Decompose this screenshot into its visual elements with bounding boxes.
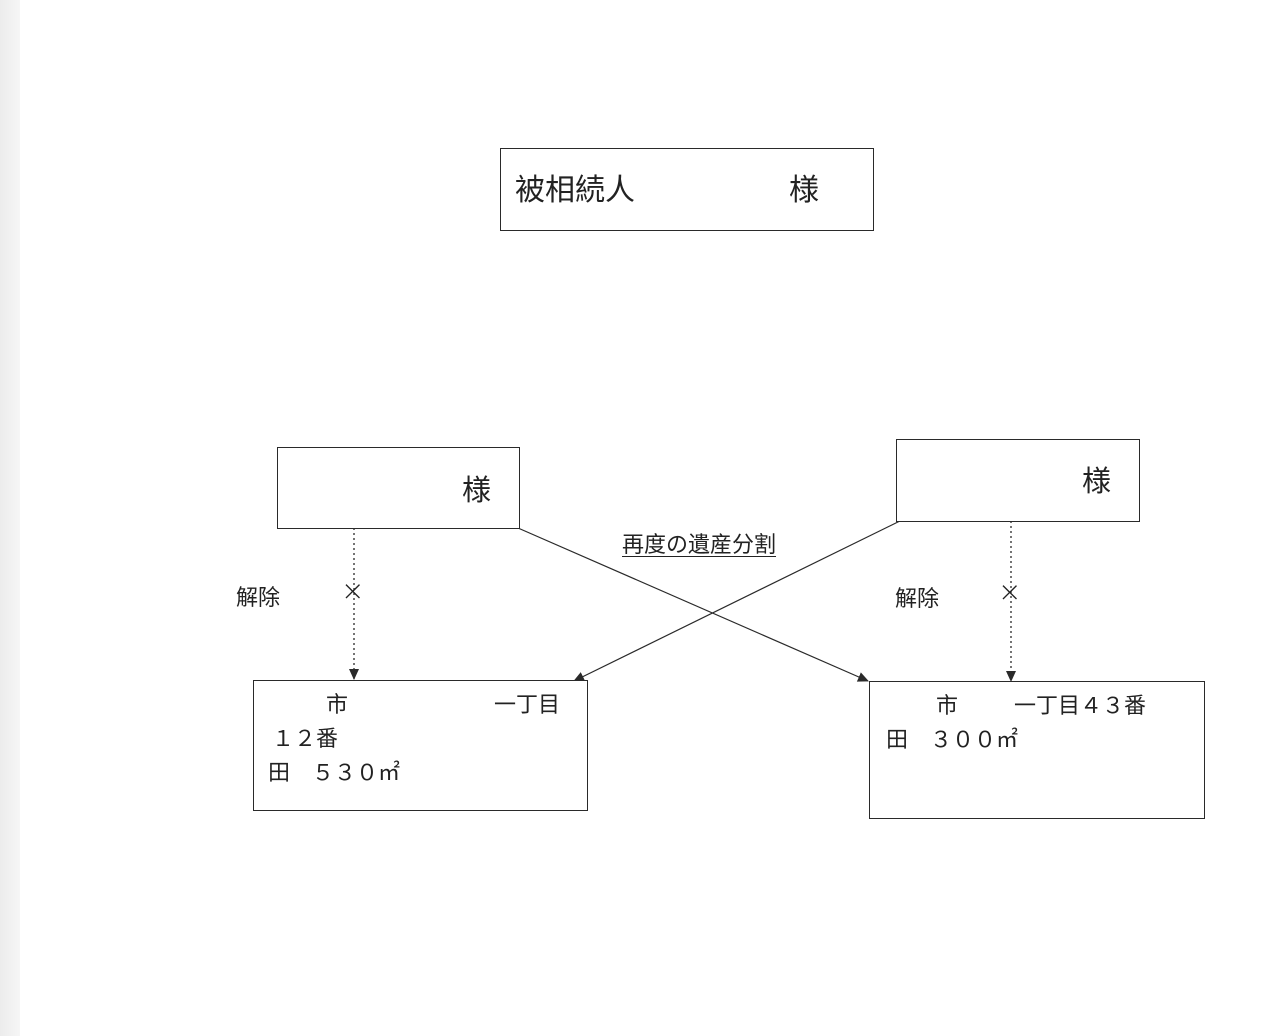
decedent-label: 被相続人 <box>515 173 635 208</box>
cancel-label-left: 解除 <box>236 586 281 611</box>
property-right-box: 市 一丁目４３番 田 ３００㎡ <box>869 681 1205 819</box>
heir-b-box: 様 <box>896 439 1140 522</box>
property-left-box: 市 一丁目 １２番 田 ５３０㎡ <box>253 680 588 811</box>
cancel-mark-left: × <box>341 574 365 607</box>
heir-a-box: 様 <box>277 447 520 529</box>
decedent-honorific: 様 <box>789 173 819 208</box>
property-left-city: 市 <box>326 693 349 718</box>
property-left-chome: 一丁目 <box>494 693 561 718</box>
heir-a-honorific: 様 <box>462 473 492 507</box>
scan-left-edge <box>0 0 20 1036</box>
re-division-label: 再度の遺産分割 <box>622 533 777 558</box>
property-left-land: 田 ５３０㎡ <box>268 761 401 786</box>
heir-b-honorific: 様 <box>1082 464 1112 498</box>
property-right-city: 市 <box>936 694 959 719</box>
property-left-lot: １２番 <box>272 727 339 752</box>
decedent-box: 被相続人 様 <box>500 148 874 231</box>
cancel-label-right: 解除 <box>895 587 940 612</box>
property-right-address: 一丁目４３番 <box>1014 694 1147 719</box>
cancel-mark-right: × <box>998 575 1022 608</box>
property-right-land: 田 ３００㎡ <box>886 728 1019 753</box>
